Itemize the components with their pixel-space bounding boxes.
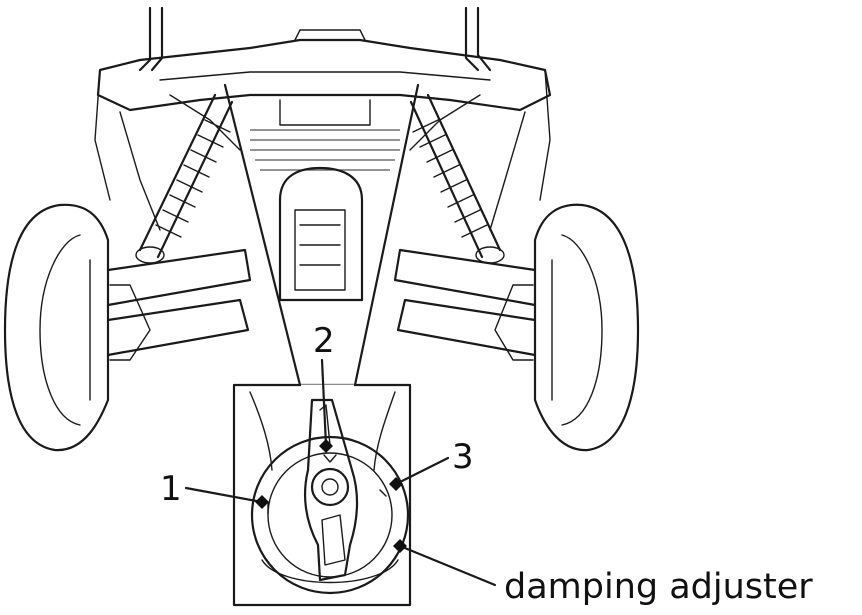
right-wheel bbox=[533, 203, 640, 452]
suspension-arms bbox=[106, 248, 537, 361]
callout-2-marker bbox=[319, 439, 333, 453]
center-frame bbox=[278, 166, 364, 302]
damping-adjuster-detail bbox=[250, 398, 410, 595]
callout-1-marker bbox=[255, 495, 269, 509]
callout-2-label: 2 bbox=[313, 321, 335, 361]
zoom-callout-lines bbox=[223, 83, 420, 387]
adjuster-marker bbox=[393, 539, 407, 553]
right-shock-spring bbox=[409, 93, 505, 264]
callout-3-label: 3 bbox=[452, 437, 474, 477]
callout-3-marker bbox=[389, 477, 403, 491]
left-wheel bbox=[3, 203, 110, 452]
damping-adjuster-label: damping adjuster bbox=[504, 567, 813, 607]
callout-leaders bbox=[184, 358, 497, 587]
callout-1-label: 1 bbox=[160, 469, 182, 509]
vehicle-body bbox=[94, 29, 552, 231]
left-shock-spring bbox=[135, 93, 234, 264]
